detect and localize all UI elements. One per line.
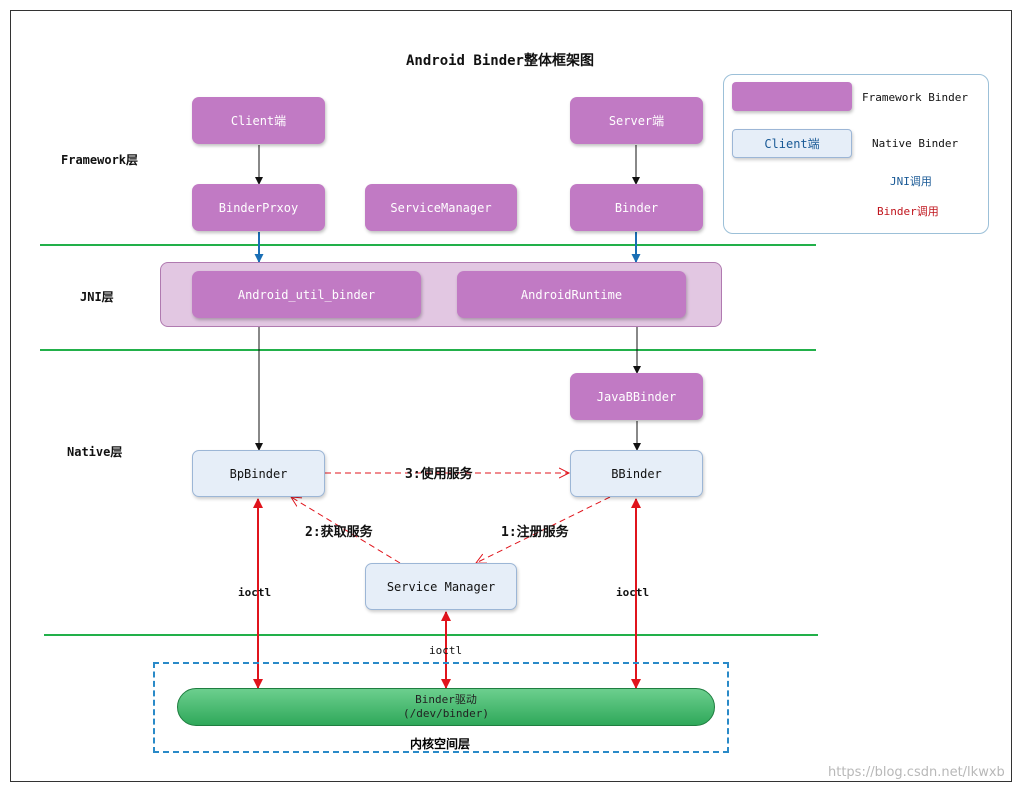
layer-label-jni: JNI层 <box>80 290 114 304</box>
legend-label-jni-call: JNI调用 <box>890 175 932 188</box>
node-service-manager-framework: ServiceManager <box>365 184 517 231</box>
node-bbinder: BBinder <box>570 450 703 497</box>
legend-label-binder-call: Binder调用 <box>877 205 939 218</box>
kernel-space-region <box>153 662 729 753</box>
legend-swatch-native: Client端 <box>732 129 852 158</box>
binder-driver-path: (/dev/binder) <box>402 707 490 720</box>
legend-label-native-binder: Native Binder <box>872 137 959 150</box>
node-java-bbinder: JavaBBinder <box>570 373 703 420</box>
binder-driver: Binder驱动 (/dev/binder) <box>177 688 715 726</box>
edge-label-register-service: 1:注册服务 <box>501 525 569 540</box>
node-android-runtime: AndroidRuntime <box>457 271 686 318</box>
node-server: Server端 <box>570 97 703 144</box>
legend-label-framework-binder: Framework Binder <box>862 91 968 104</box>
edge-label-get-service: 2:获取服务 <box>305 525 373 540</box>
dashed-arrow-register-service <box>476 496 611 563</box>
node-binder: Binder <box>570 184 703 231</box>
node-android-util-binder: Android_util_binder <box>192 271 421 318</box>
layer-label-native: Native层 <box>67 445 123 459</box>
node-service-manager-native: Service Manager <box>365 563 517 610</box>
edge-label-use-service: 3:使用服务 <box>405 467 473 482</box>
diagram-frame <box>10 10 1012 782</box>
diagram-title: Android Binder整体框架图 <box>405 53 594 69</box>
layer-label-kernel: 内核空间层 <box>409 737 470 751</box>
node-binder-proxy: BinderPrxoy <box>192 184 325 231</box>
ioctl-label-left: ioctl <box>238 586 272 599</box>
watermark: https://blog.csdn.net/lkwxb <box>828 765 1005 780</box>
ioctl-label-right: ioctl <box>616 586 650 599</box>
node-client: Client端 <box>192 97 325 144</box>
layer-label-framework: Framework层 <box>61 153 139 167</box>
ioctl-label-center: ioctl <box>429 644 463 657</box>
node-bp-binder: BpBinder <box>192 450 325 497</box>
dashed-arrow-get-service <box>291 497 401 564</box>
legend-swatch-framework <box>732 82 852 111</box>
binder-driver-name: Binder驱动 <box>415 693 477 706</box>
